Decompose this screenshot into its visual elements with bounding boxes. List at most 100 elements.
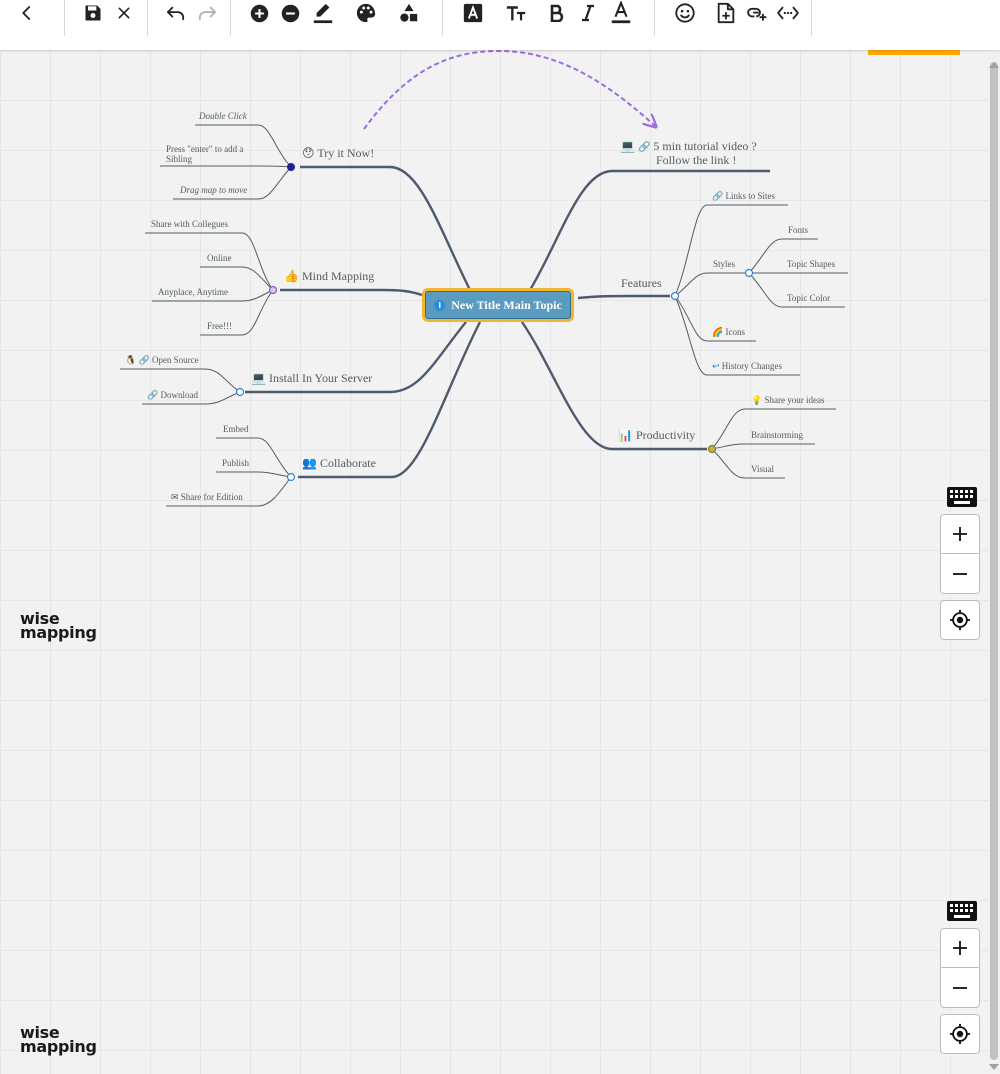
- subtopic-online[interactable]: Online: [207, 253, 232, 263]
- relationship-button[interactable]: [776, 0, 800, 26]
- central-topic[interactable]: i New Title Main Topic: [422, 288, 574, 322]
- wisemapping-logo: wise mapping: [20, 609, 97, 642]
- font-color-icon: [611, 1, 631, 24]
- subtopic-share-collegues[interactable]: Share with Collegues: [151, 219, 228, 229]
- node-handle-productivity[interactable]: [707, 444, 717, 454]
- font-color-button[interactable]: [609, 0, 633, 26]
- undo-button[interactable]: [164, 0, 188, 26]
- rainbow-icon: 🌈: [712, 328, 724, 338]
- subtopic-icons[interactable]: 🌈 Icons: [712, 327, 745, 338]
- lightbulb-icon: 💡: [751, 396, 763, 406]
- laptop-icon: 💻: [620, 139, 635, 153]
- relationship-line[interactable]: [363, 49, 655, 130]
- note-icon: [717, 2, 735, 24]
- zoom-out-button[interactable]: [940, 968, 980, 1008]
- font-size-button[interactable]: [504, 0, 528, 26]
- node-handle-collaborate[interactable]: [286, 472, 296, 482]
- central-topic-label: New Title Main Topic: [451, 297, 562, 312]
- node-handle-install[interactable]: [235, 387, 245, 397]
- keyboard-shortcuts-button[interactable]: [946, 900, 978, 922]
- penguin-icon: 🐧: [125, 356, 137, 366]
- subtopic-topic-color[interactable]: Topic Color: [787, 293, 831, 303]
- node-handle-mind-mapping[interactable]: [268, 285, 278, 295]
- topic-collaborate[interactable]: 👥 Collaborate: [302, 456, 376, 470]
- node-handle-styles[interactable]: [744, 268, 754, 278]
- back-button[interactable]: [16, 0, 38, 26]
- delete-topic-button[interactable]: [278, 0, 302, 26]
- scroll-up-arrow[interactable]: [989, 62, 999, 68]
- toolbar-divider: [64, 0, 65, 36]
- subtopic-brainstorming[interactable]: Brainstorming: [751, 430, 803, 440]
- bold-button[interactable]: [546, 0, 568, 26]
- subtopic-free[interactable]: Free!!!: [207, 321, 232, 331]
- scrollbar-thumb[interactable]: [990, 62, 998, 1060]
- link-button[interactable]: [745, 0, 769, 26]
- italic-button[interactable]: [577, 0, 599, 26]
- subtopic-publish[interactable]: Publish: [222, 458, 250, 468]
- thumbs-up-icon: 👍: [284, 269, 299, 283]
- center-map-button[interactable]: [940, 1014, 980, 1054]
- scroll-down-arrow[interactable]: [989, 1064, 999, 1070]
- subtopic-double-click[interactable]: Double Click: [199, 111, 247, 121]
- relationship-icon: [777, 6, 799, 20]
- close-icon: [118, 7, 130, 19]
- toolbar-divider: [654, 0, 655, 36]
- topic-mind-mapping[interactable]: 👍 Mind Mapping: [284, 269, 375, 283]
- back-icon: [22, 6, 31, 20]
- note-button[interactable]: [714, 0, 738, 26]
- zoom-out-icon: [953, 986, 967, 989]
- link-chain-icon: 🔗: [147, 391, 159, 401]
- font-box-button[interactable]: [461, 0, 485, 26]
- subtopic-anyplace[interactable]: Anyplace, Anytime: [158, 287, 228, 297]
- discard-button[interactable]: [113, 0, 135, 26]
- node-handle-try-it[interactable]: [287, 163, 295, 171]
- emoji-button[interactable]: [673, 0, 697, 26]
- subtopic-topic-shapes[interactable]: Topic Shapes: [787, 259, 836, 269]
- subtopic-share-edition[interactable]: ✉ Share for Edition: [171, 492, 243, 503]
- topic-shape-button[interactable]: [397, 0, 421, 26]
- topic-color-button[interactable]: [354, 0, 378, 26]
- subtopic-visual[interactable]: Visual: [751, 464, 774, 474]
- subtopic-embed[interactable]: Embed: [223, 424, 249, 434]
- redo-button[interactable]: [195, 0, 219, 26]
- keyboard-shortcuts-button[interactable]: [946, 486, 978, 508]
- node-handle-features[interactable]: [670, 291, 680, 301]
- subtopic-history[interactable]: ↩ History Changes: [712, 361, 783, 372]
- subtopic-styles[interactable]: Styles: [713, 259, 736, 269]
- subtopic-links-sites[interactable]: 🔗 Links to Sites: [712, 191, 775, 202]
- subtopic-share-ideas[interactable]: 💡 Share your ideas: [751, 395, 825, 406]
- laptop-icon: 💻: [251, 371, 266, 385]
- subtopic-open-source[interactable]: 🐧 🔗 Open Source: [125, 355, 199, 366]
- connector-install: [245, 321, 467, 394]
- zoom-out-button[interactable]: [940, 554, 980, 594]
- zoom-in-icon: [953, 941, 967, 955]
- font-size-icon: [506, 6, 526, 21]
- topic-tutorial[interactable]: 💻 🔗 5 min tutorial video ? Follow the li…: [620, 139, 757, 167]
- connector-mind-mapping: [280, 288, 423, 297]
- add-topic-button[interactable]: [247, 0, 271, 26]
- palette-icon: [356, 3, 376, 23]
- border-color-button[interactable]: [311, 0, 335, 26]
- subtopic-fonts[interactable]: Fonts: [788, 225, 809, 235]
- center-map-button[interactable]: [940, 600, 980, 640]
- topic-productivity[interactable]: 📊 Productivity: [618, 428, 696, 442]
- topic-features[interactable]: Features: [621, 276, 662, 290]
- zoom-in-button[interactable]: [940, 928, 980, 968]
- save-icon: [85, 5, 101, 21]
- zoom-in-button[interactable]: [940, 514, 980, 554]
- toolbar-divider: [230, 0, 231, 36]
- mindmap-canvas[interactable]: [0, 50, 988, 1074]
- zoom-in-icon: [953, 527, 967, 541]
- topic-install[interactable]: 💻 Install In Your Server: [251, 371, 373, 385]
- save-button[interactable]: [81, 0, 105, 26]
- link-chain-icon: 🔗: [637, 142, 651, 153]
- toolbar-divider: [147, 0, 148, 36]
- subtopic-drag-map[interactable]: Drag map to move: [180, 185, 248, 195]
- subtopic-download[interactable]: 🔗 Download: [147, 390, 198, 401]
- border-color-icon: [313, 3, 333, 24]
- toolbar-divider: [811, 0, 812, 36]
- link-chain-icon: 🔗: [138, 356, 150, 366]
- topic-try-it[interactable]: 😯 Try it Now!: [302, 146, 375, 160]
